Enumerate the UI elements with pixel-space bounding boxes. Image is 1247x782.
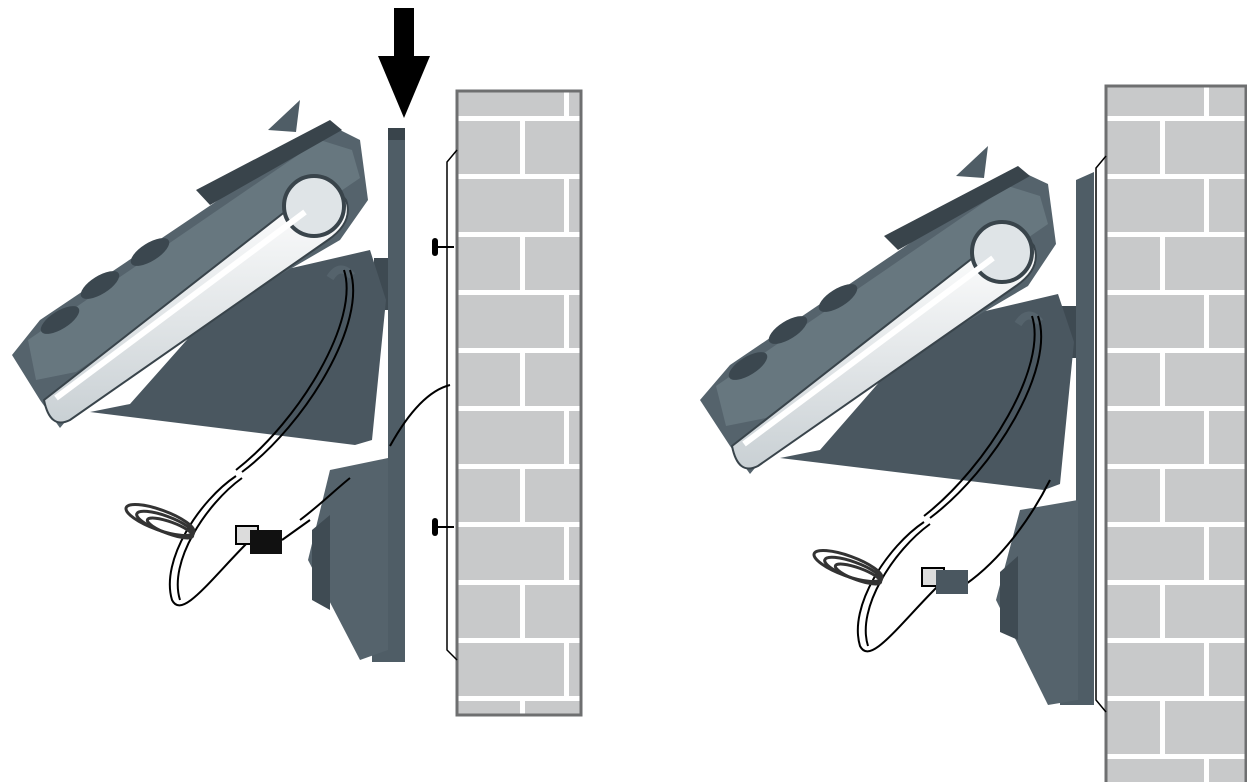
brick-wall <box>447 91 581 715</box>
telephone-base <box>700 146 1078 705</box>
panel-after <box>700 86 1246 782</box>
wall-screw-icon <box>432 518 454 536</box>
down-arrow-icon <box>378 8 430 118</box>
brick-wall <box>1096 86 1246 782</box>
telephone-jack-icon <box>236 520 310 554</box>
wall-screw-icon <box>432 238 454 256</box>
telephone-base <box>12 100 388 660</box>
telephone-jack-icon <box>922 568 968 594</box>
panel-before <box>12 8 581 715</box>
coiled-cord-icon <box>811 544 885 588</box>
coiled-cord-icon <box>123 498 197 542</box>
